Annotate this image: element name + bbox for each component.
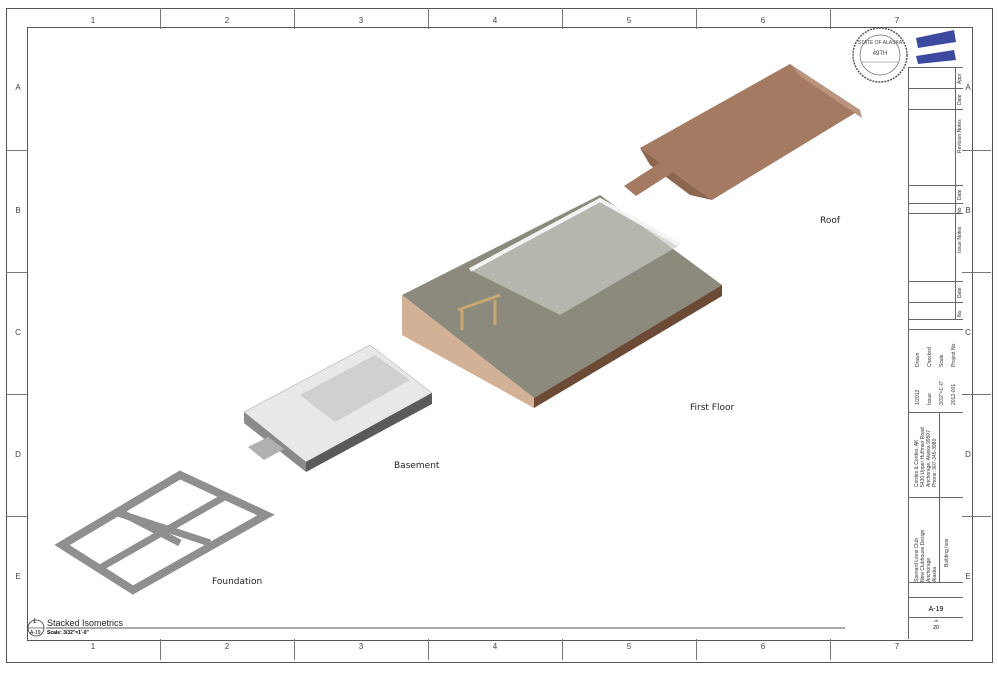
grid-tick <box>294 639 295 660</box>
revision-header: Date <box>957 93 963 105</box>
inner-border <box>27 27 973 641</box>
column-ref-bottom: 3 <box>358 642 364 651</box>
grid-tick <box>830 639 831 660</box>
info-value: 2012-001 <box>951 383 957 405</box>
row-ref-left: A <box>15 83 21 92</box>
row-ref-right: C <box>965 328 971 337</box>
column-ref-bottom: 1 <box>90 642 96 651</box>
column-ref-bottom: 2 <box>224 642 230 651</box>
grid-tick <box>830 8 831 29</box>
column-ref-top: 2 <box>224 16 230 25</box>
grid-tick <box>562 639 563 660</box>
column-ref-top: 7 <box>894 16 900 25</box>
view-title: Stacked Isometrics <box>47 618 124 628</box>
column-ref-top: 4 <box>492 16 498 25</box>
stamp-text: STATE OF ALASKA <box>857 40 903 46</box>
sheet-of: of <box>909 617 963 623</box>
sheet-number: A-19 <box>928 606 944 613</box>
column-ref-top: 1 <box>90 16 96 25</box>
info-label: Checked <box>927 347 933 367</box>
row-ref-right: E <box>965 572 971 581</box>
grid-tick <box>696 8 697 29</box>
grid-tick <box>6 150 27 151</box>
revision-header: Revision Notes <box>957 119 963 153</box>
sheet-title: Building Isos <box>944 538 950 567</box>
row-ref-left: B <box>15 206 21 215</box>
grid-tick <box>962 394 991 395</box>
row-ref-left: C <box>15 328 21 337</box>
grid-tick <box>294 8 295 29</box>
roof-model <box>624 64 862 200</box>
grid-tick <box>160 639 161 660</box>
grid-tick <box>428 639 429 660</box>
info-label: Project No. <box>951 342 957 367</box>
grid-tick <box>962 516 991 517</box>
grid-tick <box>428 8 429 29</box>
stamp-number: 49TH <box>872 51 888 57</box>
grid-tick <box>962 150 991 151</box>
column-ref-bottom: 6 <box>760 642 766 651</box>
view-number: 1 <box>33 619 37 625</box>
label-first-floor: First Floor <box>690 403 735 413</box>
column-ref-bottom: 5 <box>626 642 632 651</box>
info-value: 1/2012 <box>915 389 921 405</box>
grid-tick <box>962 272 991 273</box>
info-label: Drawn <box>915 352 921 367</box>
grid-tick <box>6 516 27 517</box>
info-value: 3/32"=1'-0" <box>939 380 945 405</box>
info-value: Issue <box>927 393 933 405</box>
column-ref-bottom: 4 <box>492 642 498 651</box>
view-scale: Scale: 3/32"=1'-0" <box>47 630 89 636</box>
revision-header: No <box>957 310 963 317</box>
row-ref-left: D <box>15 450 21 459</box>
row-ref-left: E <box>15 572 21 581</box>
engineer-stamp <box>852 27 908 83</box>
row-ref-right: B <box>965 206 971 215</box>
first-floor-model <box>402 195 722 408</box>
view-sheet-ref: A-19 <box>30 630 41 636</box>
grid-tick <box>562 8 563 29</box>
revision-header: Issue Notes <box>957 226 963 253</box>
outer-border <box>6 8 993 663</box>
grid-tick <box>696 639 697 660</box>
basement-model <box>243 344 433 472</box>
grid-tick <box>6 272 27 273</box>
column-ref-bottom: 7 <box>894 642 900 651</box>
foundation-model <box>54 470 275 595</box>
revision-header: Date <box>957 286 963 298</box>
label-foundation: Foundation <box>212 577 263 587</box>
label-basement: Basement <box>394 461 440 471</box>
info-label: Scale <box>939 354 945 367</box>
revision-header: Date <box>957 189 963 200</box>
grid-tick <box>160 8 161 29</box>
column-ref-top: 3 <box>358 16 364 25</box>
column-ref-top: 6 <box>760 16 766 25</box>
column-ref-top: 5 <box>626 16 632 25</box>
total-sheets: 20 <box>933 625 939 631</box>
grid-tick <box>6 394 27 395</box>
revision-header: Appr <box>957 72 963 84</box>
label-roof: Roof <box>820 216 841 226</box>
row-ref-right: D <box>965 450 971 459</box>
revision-header: No <box>957 207 963 214</box>
row-ref-right: A <box>965 83 971 92</box>
signature-marks <box>916 30 956 64</box>
